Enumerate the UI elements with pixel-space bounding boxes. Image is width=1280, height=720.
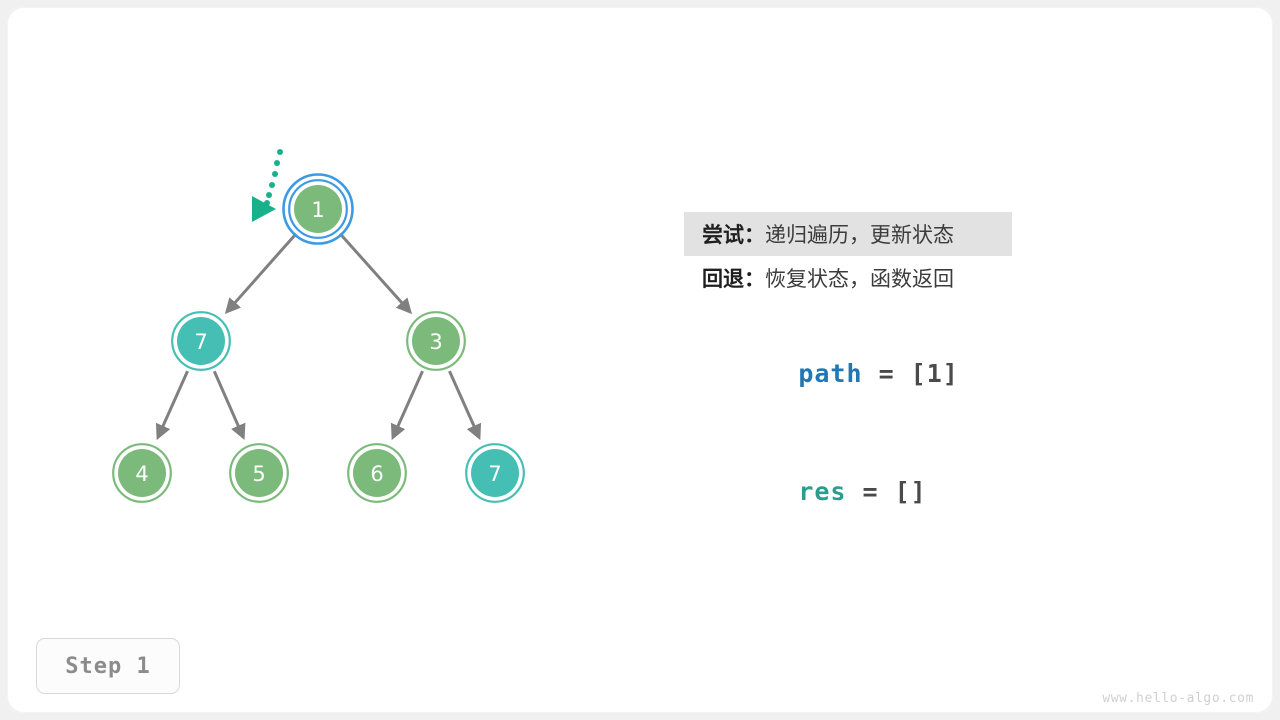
node-value-label: 7: [488, 462, 501, 486]
tree-edge: [448, 370, 482, 441]
node-value-label: 3: [429, 330, 442, 354]
node-value-label: 1: [311, 198, 324, 222]
tree-node-7[interactable]: 7: [171, 311, 231, 371]
note-key-backtrack: 回退：: [702, 267, 765, 291]
node-active-highlight-ring: [282, 173, 354, 245]
variable-res: res = []: [702, 448, 927, 535]
tree-node-6[interactable]: 6: [347, 443, 407, 503]
tree-node-layer: 1 7 3 4 5 6 7: [112, 173, 525, 503]
node-value-label: 4: [135, 462, 148, 486]
state-panel: 尝试： 递归遍历，更新状态 回退： 恢复状态，函数返回 path = [1] r…: [684, 212, 1224, 506]
tree-edge: [338, 232, 413, 315]
recursion-entry-pointer-icon: [252, 149, 283, 222]
pointer-trail-dot: [272, 171, 278, 177]
tree-edge: [390, 370, 424, 441]
node-circle: [412, 317, 460, 365]
note-line-backtrack: 回退： 恢复状态，函数返回: [684, 256, 1012, 300]
note-line-try: 尝试： 递归遍历，更新状态: [684, 212, 1012, 256]
node-outer-ring: [112, 443, 172, 503]
node-outer-ring: [229, 443, 289, 503]
tree-node-7[interactable]: 7: [465, 443, 525, 503]
pointer-trail-dot: [266, 192, 272, 198]
node-outer-ring: [171, 311, 231, 371]
pointer-trail-dot: [277, 149, 283, 155]
node-outer-ring: [347, 443, 407, 503]
variable-res-name: res: [798, 477, 847, 506]
tree-edge: [212, 370, 246, 441]
tree-edge: [155, 370, 189, 441]
node-circle: [118, 449, 166, 497]
note-value-backtrack: 恢复状态，函数返回: [765, 267, 954, 291]
step-badge: Step 1: [36, 638, 180, 694]
pointer-arrowhead-icon: [252, 196, 276, 222]
node-circle: [353, 449, 401, 497]
node-value-label: 7: [194, 330, 207, 354]
tree-node-4[interactable]: 4: [112, 443, 172, 503]
node-circle: [294, 185, 342, 233]
note-key-try: 尝试：: [702, 223, 765, 247]
node-outer-ring: [465, 443, 525, 503]
tree-edge: [224, 232, 298, 315]
node-outer-ring: [406, 311, 466, 371]
variable-path-value: = [1]: [862, 359, 959, 388]
note-value-try: 递归遍历，更新状态: [765, 223, 954, 247]
node-outer-ring: [288, 179, 348, 239]
variable-path-name: path: [798, 359, 863, 388]
white-card-background: [8, 8, 1272, 712]
variable-path: path = [1]: [702, 330, 959, 417]
pointer-trail-dot: [269, 182, 275, 188]
node-value-label: 5: [252, 462, 265, 486]
watermark: www.hello-algo.com: [1102, 691, 1254, 706]
tree-node-3[interactable]: 3: [406, 311, 466, 371]
pointer-trail-dot: [274, 160, 280, 166]
tree-edge-layer: [155, 232, 482, 441]
tree-node-5[interactable]: 5: [229, 443, 289, 503]
tree-node-1[interactable]: 1: [282, 173, 354, 245]
node-value-label: 6: [370, 462, 383, 486]
node-circle: [471, 449, 519, 497]
node-circle: [235, 449, 283, 497]
node-circle: [177, 317, 225, 365]
variable-res-value: = []: [846, 477, 927, 506]
